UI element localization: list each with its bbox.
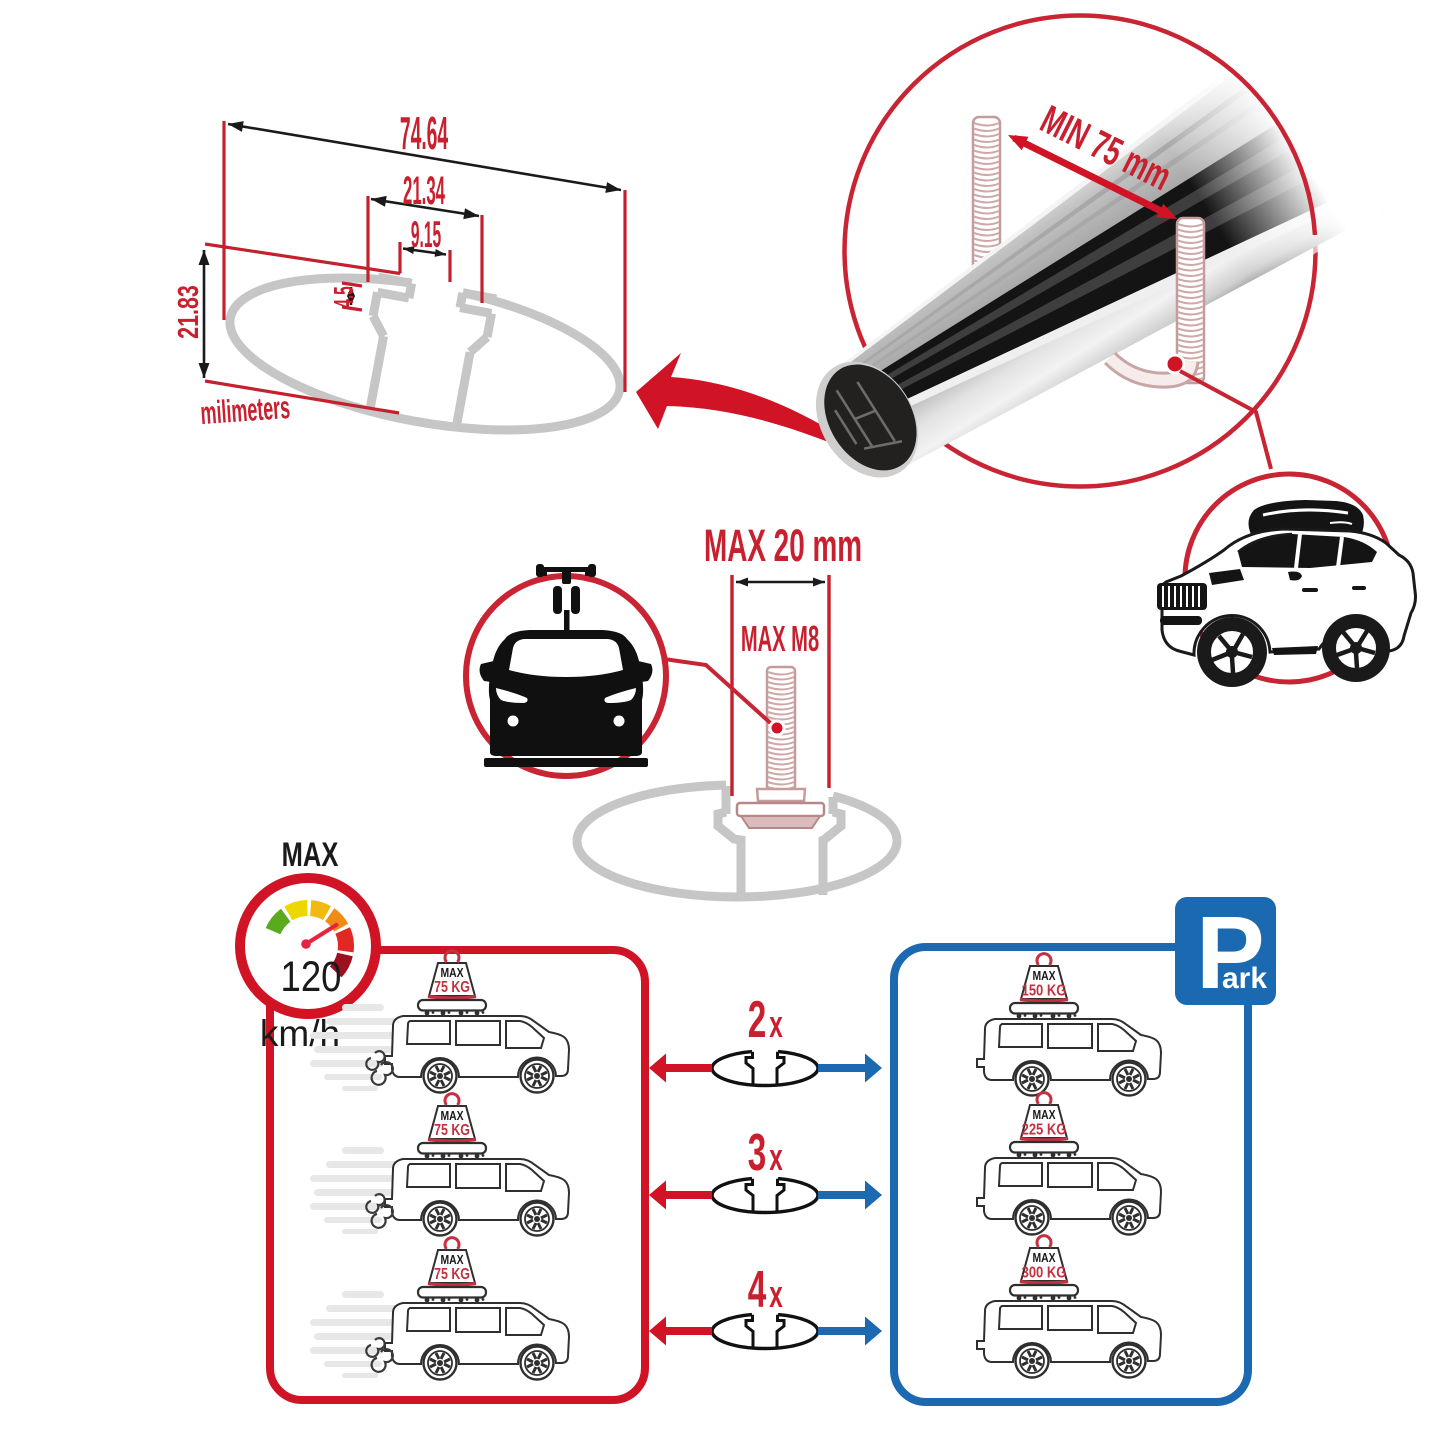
svg-text:MAX: MAX xyxy=(1032,969,1055,983)
svg-text:4.5: 4.5 xyxy=(328,286,359,307)
svg-text:MAX: MAX xyxy=(282,837,339,874)
svg-text:x: x xyxy=(769,1135,783,1178)
svg-text:MAX: MAX xyxy=(440,966,463,980)
svg-text:4: 4 xyxy=(748,1261,767,1319)
svg-text:150 KG: 150 KG xyxy=(1022,983,1067,1000)
svg-text:MAX: MAX xyxy=(1032,1251,1055,1265)
svg-text:75 KG: 75 KG xyxy=(434,1121,470,1139)
svg-text:74.64: 74.64 xyxy=(400,109,449,160)
svg-text:21.34: 21.34 xyxy=(403,169,445,213)
svg-text:ark: ark xyxy=(1222,962,1267,995)
svg-text:MAX M8: MAX M8 xyxy=(741,620,819,659)
svg-text:x: x xyxy=(769,1002,783,1045)
svg-text:MAX: MAX xyxy=(440,1109,463,1123)
svg-text:MAX: MAX xyxy=(1032,1108,1055,1122)
svg-text:75 KG: 75 KG xyxy=(434,1265,470,1283)
svg-text:MAX 20 mm: MAX 20 mm xyxy=(704,520,862,570)
svg-text:21.83: 21.83 xyxy=(173,285,205,339)
svg-text:300 KG: 300 KG xyxy=(1022,1265,1067,1282)
svg-text:P: P xyxy=(1196,895,1265,1010)
svg-text:225 KG: 225 KG xyxy=(1022,1122,1067,1139)
svg-text:9.15: 9.15 xyxy=(411,214,441,256)
svg-text:2: 2 xyxy=(748,991,767,1049)
svg-text:x: x xyxy=(769,1272,783,1315)
svg-text:MAX: MAX xyxy=(440,1253,463,1267)
svg-text:milimeters: milimeters xyxy=(199,391,291,432)
svg-text:3: 3 xyxy=(748,1124,767,1182)
svg-text:75 KG: 75 KG xyxy=(434,978,470,996)
svg-text:120: 120 xyxy=(281,953,342,1000)
